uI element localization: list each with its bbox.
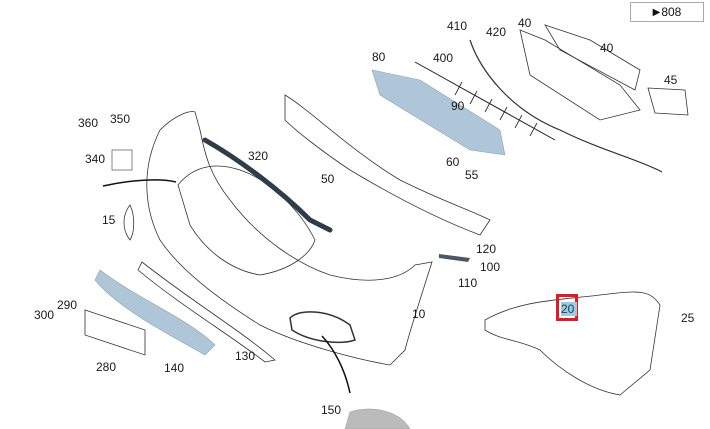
part-label-350[interactable]: 350 (110, 112, 131, 126)
arrow-right-icon: ▶ (652, 6, 661, 18)
part-label-300[interactable]: 300 (34, 308, 55, 322)
part-label-320[interactable]: 320 (248, 149, 269, 163)
part-label-80[interactable]: 80 (372, 50, 386, 64)
part-label-25[interactable]: 25 (681, 311, 695, 325)
reference-label: 808 (661, 5, 682, 19)
part-label-280[interactable]: 280 (96, 360, 117, 374)
bumper-cover (146, 111, 433, 366)
part-label-420[interactable]: 420 (486, 25, 507, 39)
part-label-360[interactable]: 360 (78, 116, 99, 130)
part-label-20: 20 (561, 302, 577, 316)
highlighted-part-20[interactable]: 20 (556, 294, 578, 321)
part-label-340[interactable]: 340 (85, 152, 106, 166)
part-label-150[interactable]: 150 (321, 403, 342, 417)
part-label-120[interactable]: 120 (476, 242, 497, 256)
part-label-130[interactable]: 130 (235, 349, 256, 363)
part-label-110[interactable]: 110 (458, 276, 478, 290)
part-label-140[interactable]: 140 (164, 361, 185, 375)
part-label-50[interactable]: 50 (321, 172, 335, 186)
part-label-90[interactable]: 90 (451, 99, 465, 113)
part-label-10[interactable]: 10 (412, 307, 426, 321)
part-label-40[interactable]: 40 (518, 16, 532, 30)
part-label-55[interactable]: 55 (465, 168, 479, 182)
part-label-100[interactable]: 100 (480, 260, 501, 274)
part-label-400[interactable]: 400 (433, 51, 454, 65)
part-label-15[interactable]: 15 (102, 213, 116, 227)
part-label-40[interactable]: 40 (600, 41, 614, 55)
part-label-290[interactable]: 290 (57, 298, 78, 312)
part-label-45[interactable]: 45 (664, 73, 678, 87)
part-label-60[interactable]: 60 (446, 155, 460, 169)
reference-link-808[interactable]: ▶ 808 (630, 2, 704, 22)
part-label-410[interactable]: 410 (447, 19, 468, 33)
